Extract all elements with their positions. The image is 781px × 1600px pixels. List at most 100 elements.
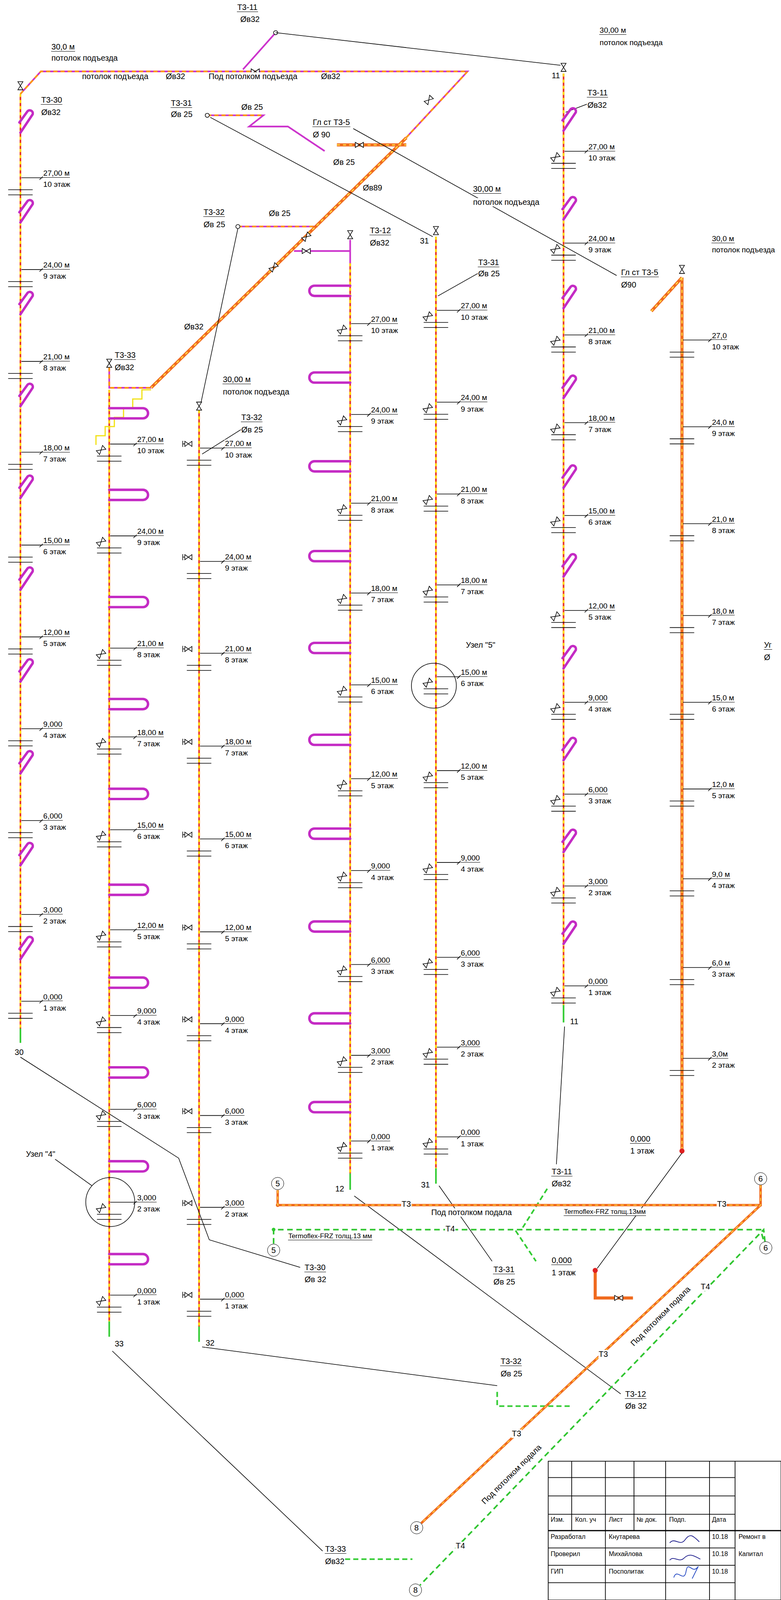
floor-label: 3 этаж	[460, 960, 485, 969]
floor-label: 5 этаж	[370, 782, 395, 791]
callout-circle: 5	[267, 1244, 281, 1258]
floor-slab-mark	[551, 168, 576, 169]
floor-label: 7 этаж	[588, 425, 612, 434]
return-pipe	[515, 1231, 537, 1262]
annotation-label: 30,00 м	[472, 184, 501, 194]
floor-label: 2 этаж	[588, 889, 612, 898]
floor-slab-mark	[337, 882, 363, 884]
elevation-mark: 12,0 м	[711, 781, 735, 790]
leader-lines	[20, 32, 682, 1553]
floor-slab-mark	[669, 535, 694, 537]
elevation-mark: 0,000	[588, 977, 609, 987]
floor-slab-mark	[669, 632, 694, 634]
floor-slab-mark	[97, 1219, 122, 1221]
floor-slab-mark	[186, 1219, 212, 1221]
annotation-label: 10.18	[711, 1551, 729, 1559]
elevation-mark: 0,000	[136, 1287, 157, 1296]
annotation-label: Т3	[511, 1430, 522, 1439]
supply-pipe	[277, 1185, 761, 1206]
valve-symbol	[355, 142, 364, 148]
annotation-label: Т3-31	[477, 258, 500, 268]
elevation-tick	[351, 683, 372, 688]
annotation-label: Лист	[608, 1517, 624, 1525]
radiator-symbol	[19, 200, 34, 223]
floor-slab-mark	[669, 896, 694, 897]
annotation-label: потолок подъезда	[599, 38, 664, 47]
floor-slab-mark	[551, 811, 576, 813]
valve-symbol	[337, 1142, 347, 1153]
floor-slab-mark	[186, 1035, 212, 1037]
floor-slab-mark	[186, 758, 212, 760]
annotation-label: Под потолком подала	[430, 1208, 513, 1218]
floor-slab-mark	[551, 719, 576, 721]
radiator-symbol	[19, 383, 34, 407]
elevation-mark: 3,000	[224, 1199, 245, 1209]
elevation-tick	[437, 308, 462, 313]
radiator-symbol	[309, 735, 350, 746]
floor-label: 1 этаж	[370, 1144, 395, 1153]
floor-label: 10 этаж	[224, 451, 253, 460]
floor-label: 7 этаж	[42, 455, 67, 464]
valve-symbol	[550, 612, 561, 622]
radiator-symbol	[19, 659, 34, 682]
elevation-mark: 12,00 м	[588, 602, 616, 611]
floor-label: 3 этаж	[588, 797, 612, 806]
elevation-tick	[110, 1293, 138, 1298]
elevation-mark: 18,0 м	[711, 607, 735, 617]
floor-label: 4 этаж	[460, 865, 485, 874]
elevation-tick	[564, 884, 589, 889]
floor-slab-mark	[337, 426, 363, 428]
annotation-label: Øв 25	[332, 158, 356, 167]
floor-slab-mark	[186, 465, 212, 467]
floor-slab-mark	[337, 976, 363, 978]
elevation-tick	[110, 828, 138, 833]
leader-line	[202, 1347, 498, 1387]
floor-slab-mark	[669, 443, 694, 445]
floor-label: 7 этаж	[460, 588, 485, 597]
annotation-label: потолок подъезда	[51, 53, 119, 63]
annotation-label: 30,0 м	[711, 234, 735, 244]
leader-line	[353, 128, 617, 276]
elevation-mark: 3,000	[460, 1039, 481, 1048]
elevation-mark: 0,000	[224, 1291, 245, 1300]
annotation-label: Termoflex-FRZ толщ.13 мм	[288, 1233, 373, 1241]
elevation-mark: 21,00 м	[224, 645, 252, 654]
floor-slab-mark	[423, 874, 449, 876]
annotation-label: Ремонт в	[738, 1534, 767, 1542]
riser-pipe	[108, 389, 110, 1322]
elevation-tick	[110, 534, 138, 539]
valve-symbol	[182, 832, 192, 839]
valve-symbol	[182, 924, 192, 931]
valve-symbol	[96, 537, 106, 547]
radiator-symbol	[309, 922, 350, 933]
elevation-mark: 21,0 м	[711, 515, 735, 525]
radiator-symbol	[19, 292, 34, 315]
floor-slab-mark	[669, 719, 694, 721]
annotation-label: 11	[569, 1017, 579, 1027]
floor-label: 2 этаж	[460, 1050, 485, 1059]
floor-label: 5 этаж	[588, 613, 612, 622]
floor-slab-mark	[7, 469, 33, 471]
floor-slab-mark	[186, 1316, 212, 1318]
elevation-mark: 6,000	[370, 956, 391, 966]
elevation-mark: 6,000	[42, 812, 63, 821]
floor-label: 1 этаж	[588, 989, 612, 998]
radiator-symbol	[562, 108, 577, 131]
elevation-mark: 6,000	[460, 949, 481, 958]
annotation-label: Øв 32	[624, 1402, 648, 1411]
floor-slab-mark	[669, 627, 694, 629]
floor-slab-mark	[551, 260, 576, 261]
pipe-dash	[421, 1185, 761, 1525]
floor-slab-mark	[423, 1064, 449, 1066]
return-pipe	[198, 1327, 200, 1343]
main-pipe	[20, 71, 468, 142]
annotation-label: Øв 25	[240, 425, 264, 435]
elevation-mark: 15,00 м	[224, 830, 252, 840]
valve-symbol	[302, 248, 311, 254]
floor-slab-mark	[7, 837, 33, 839]
elevation-tick	[564, 241, 589, 246]
annotation-label: Ø	[763, 653, 772, 662]
annotation-label: 30,00 м	[599, 26, 627, 35]
valve-symbol	[550, 424, 561, 434]
valve-symbol	[423, 864, 433, 874]
